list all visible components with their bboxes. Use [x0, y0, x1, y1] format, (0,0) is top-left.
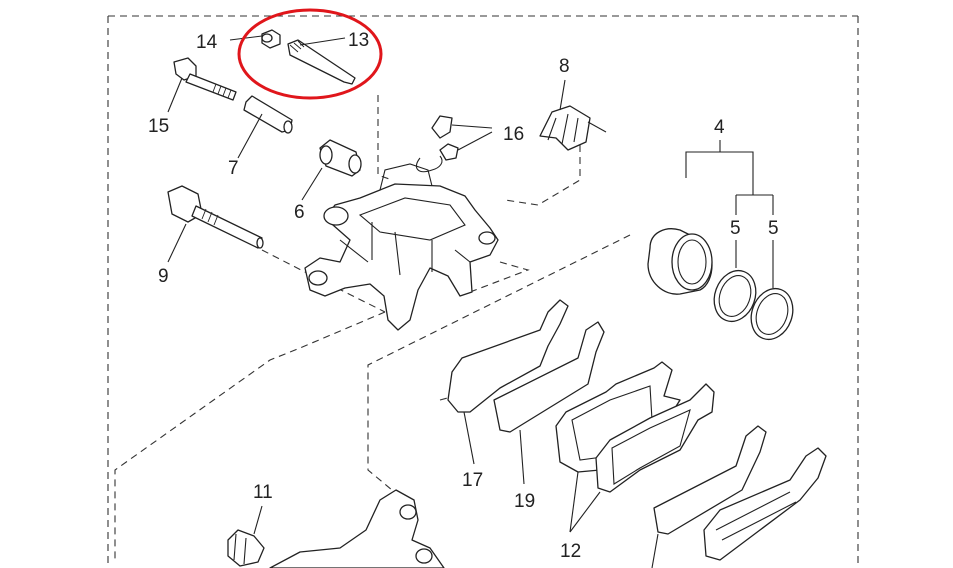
lower-bracket: [269, 489, 445, 568]
callout-4: 4: [714, 117, 725, 138]
part-14-cap: [229, 29, 281, 49]
part-11-bleeder: [227, 505, 265, 567]
callout-6: 6: [294, 202, 305, 223]
assembly-guide-lines: [114, 95, 631, 560]
part-5-seals: [713, 240, 794, 341]
callout-5a: 5: [730, 218, 741, 239]
part-12-pads: [555, 361, 715, 533]
part-19-shim: [493, 321, 605, 485]
part-8-clip: [539, 79, 607, 151]
part-17-shim: [447, 299, 569, 465]
callout-11: 11: [253, 482, 273, 503]
callout-labels: 14 13 8 15 16 4 7 6 5 5 9 17 19 11 12: [148, 30, 779, 562]
callout-12: 12: [560, 541, 581, 562]
callout-13: 13: [348, 30, 369, 51]
part-15-bolt: [167, 57, 237, 113]
caliper-body: [304, 163, 499, 331]
callout-9: 9: [158, 266, 169, 287]
lower-shims: [651, 425, 827, 568]
callout-14: 14: [196, 32, 218, 53]
highlight-circle: [237, 8, 383, 100]
part-13-pin: [287, 37, 356, 85]
callout-16: 16: [503, 124, 524, 145]
part-4-piston: [647, 140, 774, 295]
callout-8: 8: [559, 56, 570, 77]
callout-5b: 5: [768, 218, 779, 239]
callout-17: 17: [462, 470, 483, 491]
part-16-bleeder: [415, 115, 493, 173]
part-7-sleeve: [237, 95, 293, 159]
part-6-boot: [301, 139, 362, 201]
callout-19: 19: [514, 491, 535, 512]
part-9-bolt: [167, 185, 264, 263]
diagram-frame: [107, 15, 859, 568]
callout-15: 15: [148, 116, 169, 137]
callout-7: 7: [228, 158, 239, 179]
